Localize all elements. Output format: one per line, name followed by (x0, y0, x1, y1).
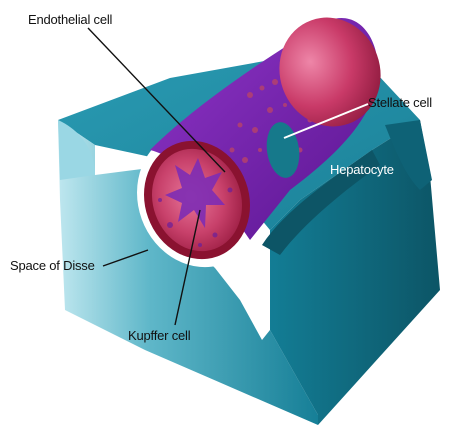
label-kupffer-cell: Kupffer cell (128, 328, 190, 343)
label-endothelial-cell: Endothelial cell (28, 12, 112, 27)
label-hepatocyte: Hepatocyte (330, 162, 394, 177)
label-stellate-cell: Stellate cell (368, 95, 432, 110)
label-space-of-disse: Space of Disse (10, 258, 95, 273)
